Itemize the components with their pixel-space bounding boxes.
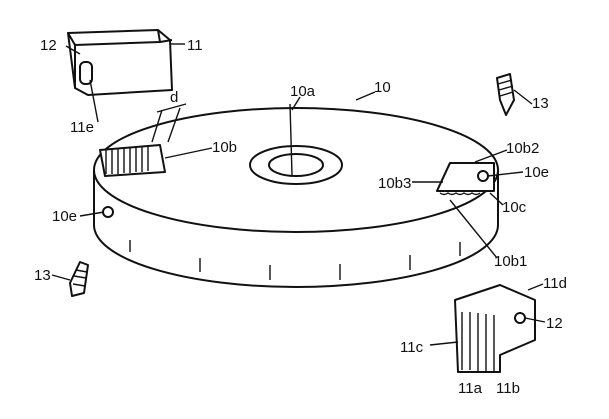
label-11a: 11a	[458, 380, 483, 397]
label-13-left: 13	[34, 267, 51, 284]
label-10e-left: 10e	[52, 208, 77, 225]
insert-11a	[455, 285, 535, 372]
label-10b2: 10b2	[506, 140, 539, 157]
label-11b: 11b	[496, 380, 520, 397]
label-12-bottom: 12	[546, 315, 563, 332]
screw-13-left	[70, 262, 88, 296]
label-11d: 11d	[543, 275, 567, 292]
label-10b: 10b	[212, 139, 237, 156]
label-10c: 10c	[502, 199, 527, 216]
label-11e: 11e	[70, 119, 94, 136]
label-11: 11	[187, 37, 203, 54]
label-13-right: 13	[532, 95, 549, 112]
screw-13-right	[497, 74, 514, 115]
label-10b3: 10b3	[378, 175, 411, 192]
label-12-top: 12	[40, 37, 57, 54]
label-d: d	[170, 89, 178, 106]
insert-11	[68, 30, 172, 95]
label-10a: 10a	[290, 83, 316, 100]
label-11c: 11c	[400, 339, 424, 356]
label-10b1: 10b1	[494, 253, 527, 270]
label-10: 10	[374, 79, 391, 96]
label-10e-right: 10e	[524, 164, 549, 181]
